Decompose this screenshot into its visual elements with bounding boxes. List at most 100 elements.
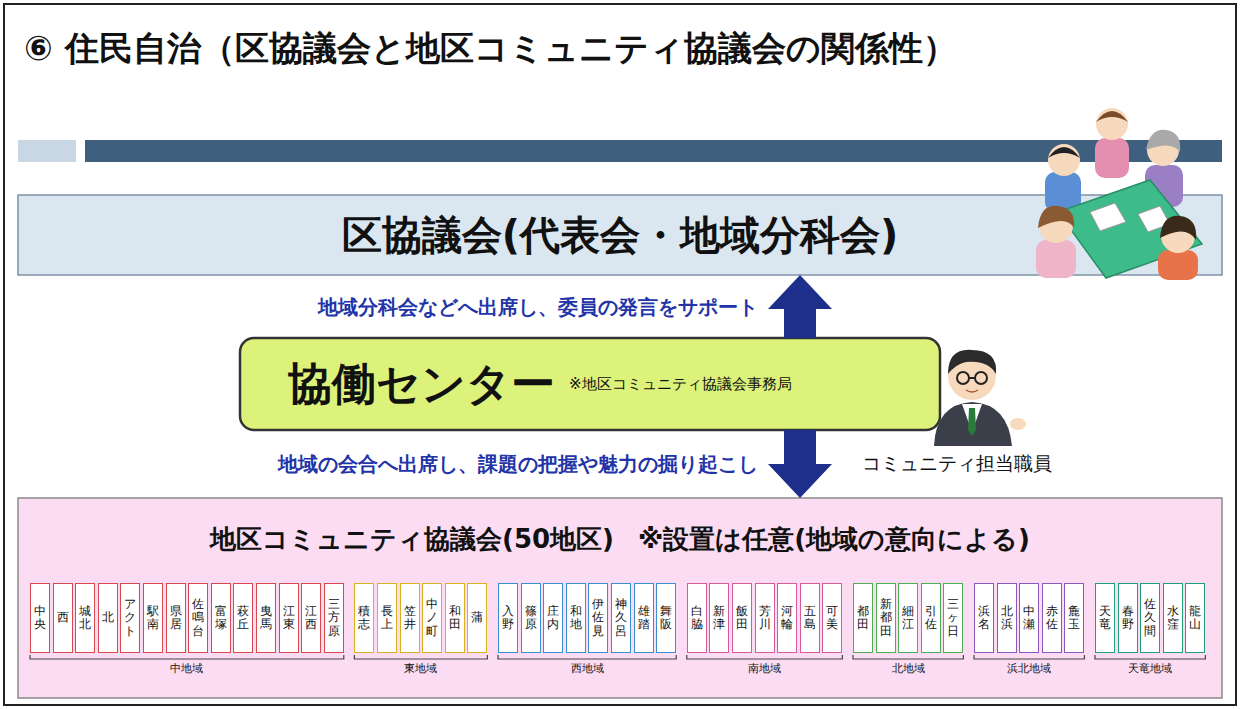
district-box: 江東 <box>279 583 299 653</box>
mouth <box>966 390 978 392</box>
region-label: 北地域 <box>892 661 925 676</box>
person-body <box>1036 240 1076 278</box>
district-name: 和地 <box>570 605 582 631</box>
district-name: 北 <box>102 611 114 624</box>
region-bracket <box>354 655 487 659</box>
district-name: 神久呂 <box>615 598 627 638</box>
district-name: 入野 <box>502 605 514 631</box>
person-hair <box>1160 216 1196 240</box>
district-name: 白脇 <box>691 605 703 631</box>
district-box: 春野 <box>1118 583 1138 653</box>
edge-label: 地域分科会などへ出席し、委員の発言をサポート <box>316 293 760 320</box>
tie <box>968 408 976 436</box>
district-box: 水窪 <box>1163 583 1183 653</box>
district-box: 曳馬 <box>256 583 276 653</box>
district-name: 三方原 <box>328 598 340 638</box>
district-name: 県居 <box>170 605 182 631</box>
district-name: 長上 <box>381 605 393 631</box>
district-box: 江西 <box>301 583 321 653</box>
district-box: 新津 <box>709 583 729 653</box>
district-box: 庄内 <box>543 583 563 653</box>
suit <box>934 402 1012 446</box>
district-box: 白脇 <box>687 583 707 653</box>
district-name: 天竜 <box>1099 605 1111 631</box>
district-box: アクト <box>120 583 140 653</box>
district-box: 伊佐見 <box>588 583 608 653</box>
region-brackets <box>30 655 1205 659</box>
district-name: 和田 <box>449 605 461 631</box>
district-name: 中ノ町 <box>426 598 438 638</box>
region-label: 南地域 <box>748 661 781 676</box>
district-name: アクト <box>124 598 136 638</box>
hair <box>948 350 996 374</box>
node-fills <box>18 195 1222 698</box>
district-name: 佐鳴台 <box>192 598 204 638</box>
district-name: 浜名 <box>978 605 990 631</box>
district-name: 駅南 <box>147 605 159 631</box>
district-box: 積志 <box>354 583 374 653</box>
region-label: 東地域 <box>404 661 437 676</box>
staff-label: コミュニティ担当職員 <box>862 451 1052 477</box>
person-body <box>1095 138 1129 178</box>
center-note: ※地区コミュニティ協議会事務局 <box>569 375 792 394</box>
district-name: 伊佐見 <box>592 598 604 638</box>
region-label: 西地域 <box>571 661 604 676</box>
panel-heading-row: 地区コミュニティ協議会(50地区)※設置は任意(地域の意向による) <box>18 522 1222 557</box>
district-box: 篠原 <box>521 583 541 653</box>
district-box: 富塚 <box>211 583 231 653</box>
district-name: 引佐 <box>925 605 937 631</box>
glasses <box>975 372 987 384</box>
district-name: 中瀬 <box>1023 605 1035 631</box>
district-box: 北 <box>98 583 118 653</box>
district-box: 駅南 <box>143 583 163 653</box>
district-name: 春野 <box>1122 605 1134 631</box>
hand <box>1010 418 1026 430</box>
council-band: 区協議会(代表会・地域分科会) <box>18 195 1222 275</box>
pink-fill <box>18 498 1222 698</box>
district-box: 入野 <box>498 583 518 653</box>
district-box: 天竜 <box>1095 583 1115 653</box>
block-arrow <box>768 275 832 338</box>
district-box: 中ノ町 <box>422 583 442 653</box>
district-box: 県居 <box>166 583 186 653</box>
district-box: 萩丘 <box>233 583 253 653</box>
district-box: 麁玉 <box>1064 583 1084 653</box>
district-box: 赤佐 <box>1042 583 1062 653</box>
district-name: 飯田 <box>736 605 748 631</box>
district-name: 西 <box>57 611 69 624</box>
district-box: 芳川 <box>755 583 775 653</box>
district-name: 新都田 <box>880 598 892 638</box>
person-head <box>1048 144 1080 176</box>
region-bracket <box>974 655 1084 659</box>
district-name: 富塚 <box>215 605 227 631</box>
district-name: 赤佐 <box>1046 605 1058 631</box>
center-name: 協働センター <box>288 355 555 414</box>
district-box: 北浜 <box>997 583 1017 653</box>
region-bracket <box>853 655 963 659</box>
header-bar-light <box>18 140 76 162</box>
district-box: 浜名 <box>974 583 994 653</box>
district-box: 飯田 <box>732 583 752 653</box>
region-bracket <box>30 655 344 659</box>
district-box: 西 <box>53 583 73 653</box>
district-box: 五島 <box>800 583 820 653</box>
region-label: 浜北地域 <box>1007 661 1051 676</box>
staff-illustration <box>934 350 1026 446</box>
district-name: 北浜 <box>1001 605 1013 631</box>
district-name: 雄踏 <box>638 605 650 631</box>
district-name: 都田 <box>857 605 869 631</box>
district-box: 蒲 <box>467 583 487 653</box>
node-heading: 地区コミュニティ協議会(50地区) <box>210 522 614 557</box>
district-name: 城北 <box>79 605 91 631</box>
person-hair <box>1146 130 1180 152</box>
paper <box>1090 203 1126 231</box>
district-box: 雄踏 <box>634 583 654 653</box>
district-box: 中央 <box>30 583 50 653</box>
district-box: 三方原 <box>324 583 344 653</box>
district-box: 中瀬 <box>1019 583 1039 653</box>
district-name: 曳馬 <box>260 605 272 631</box>
district-box: 佐久間 <box>1140 583 1160 653</box>
region-bracket <box>498 655 676 659</box>
